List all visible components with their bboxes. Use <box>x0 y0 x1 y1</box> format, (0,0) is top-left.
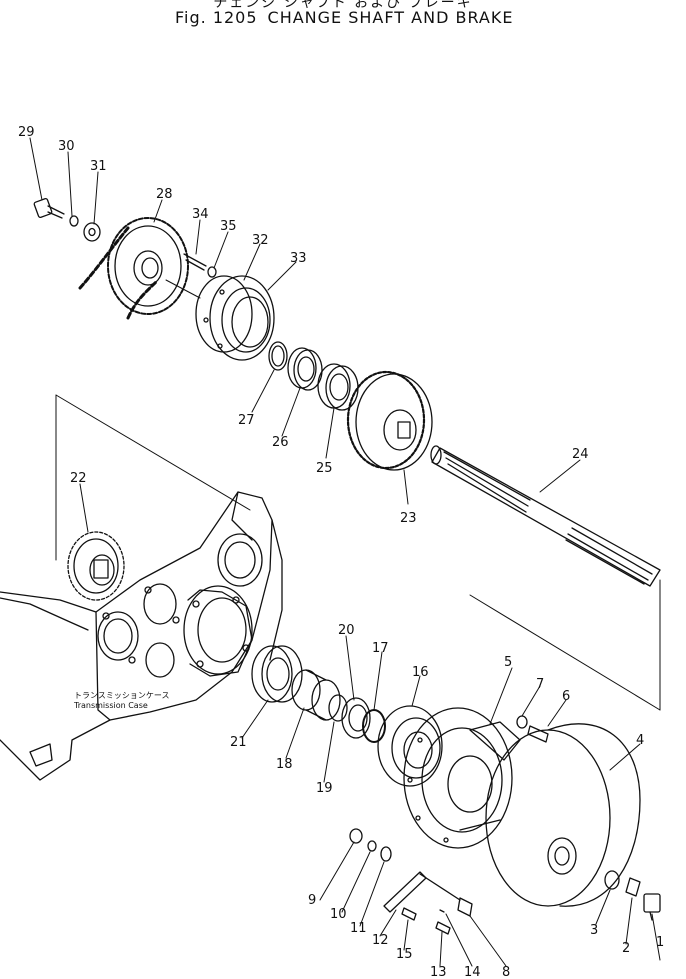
callout-20: 20 <box>338 623 355 638</box>
part-9-nut <box>349 828 363 844</box>
part-15-clevis <box>401 907 417 921</box>
part-10-washer <box>367 840 377 852</box>
part-30-lock-washer <box>69 215 79 227</box>
callout-3: 3 <box>590 923 598 938</box>
callout-17: 17 <box>372 641 389 656</box>
callout-12: 12 <box>372 933 389 948</box>
part-5-brake-shoe-assembly <box>403 707 521 849</box>
part-20-seal <box>341 697 371 739</box>
part-27-snap-ring <box>268 341 288 371</box>
callout-1: 1 <box>656 935 664 950</box>
callout-5: 5 <box>504 655 512 670</box>
part-8-rod-end <box>419 873 473 917</box>
callout-8: 8 <box>502 965 510 979</box>
callout-14: 14 <box>464 965 481 979</box>
part-21-bearing <box>251 645 303 703</box>
part-32-flange <box>195 275 275 361</box>
part-22-sprocket <box>67 531 125 601</box>
callout-22: 22 <box>70 471 87 486</box>
part-33-seal-plate <box>221 287 271 353</box>
callout-31: 31 <box>90 159 107 174</box>
callout-28: 28 <box>156 187 173 202</box>
figure-title-english: CHANGE SHAFT AND BRAKE <box>267 8 514 27</box>
transmission-case <box>0 491 283 781</box>
callout-10: 10 <box>330 907 347 922</box>
callout-15: 15 <box>396 947 413 962</box>
callout-35: 35 <box>220 219 237 234</box>
callout-32: 32 <box>252 233 269 248</box>
part-6-bolt <box>527 725 549 743</box>
part-7-washer <box>516 715 528 729</box>
callout-21: 21 <box>230 735 247 750</box>
callout-9: 9 <box>308 893 316 908</box>
callout-2: 2 <box>622 941 630 956</box>
callout-34: 34 <box>192 207 209 222</box>
callout-24: 24 <box>572 447 589 462</box>
part-34-bolt <box>183 253 207 271</box>
part-23-gear <box>346 370 433 471</box>
figure-title: Fig. 1205 CHANGE SHAFT AND BRAKE <box>175 8 523 27</box>
part-13-pin <box>435 921 451 935</box>
part-4-brake-drum <box>485 723 641 907</box>
part-2-lock-plate <box>625 877 641 897</box>
callout-27: 27 <box>238 413 255 428</box>
callout-25: 25 <box>316 461 333 476</box>
callout-33: 33 <box>290 251 307 266</box>
callout-23: 23 <box>400 511 417 526</box>
callout-26: 26 <box>272 435 289 450</box>
callout-18: 18 <box>276 757 293 772</box>
part-11-washer <box>380 846 392 862</box>
callout-13: 13 <box>430 965 447 979</box>
case-label-english: Transmission Case <box>73 701 148 710</box>
part-12-lever <box>383 871 427 913</box>
part-24-shaft <box>430 445 661 587</box>
figure-title-japanese: チェンジ シャフト および ブレーキ <box>213 0 473 11</box>
callout-11: 11 <box>350 921 367 936</box>
callout-4: 4 <box>636 733 644 748</box>
part-25-bearing <box>317 363 359 411</box>
case-label-japanese: トランスミッションケース <box>74 691 169 700</box>
part-29-bolt <box>33 198 65 219</box>
callout-6: 6 <box>562 689 570 704</box>
part-3-washer <box>604 870 620 890</box>
part-28-sprocket-chain <box>78 217 189 320</box>
callout-19: 19 <box>316 781 333 796</box>
part-19-ring <box>328 694 348 722</box>
part-26-bearing <box>287 347 323 391</box>
callout-30: 30 <box>58 139 75 154</box>
part-35-washer <box>207 266 217 278</box>
callout-7: 7 <box>536 677 544 692</box>
part-18-sleeve <box>291 669 341 721</box>
part-31-washer <box>83 222 101 242</box>
figure-number: Fig. 1205 <box>175 8 258 27</box>
part-14-cotter-pin <box>439 909 445 913</box>
callout-29: 29 <box>18 125 35 140</box>
callout-16: 16 <box>412 665 429 680</box>
part-1-bolt <box>643 893 661 921</box>
